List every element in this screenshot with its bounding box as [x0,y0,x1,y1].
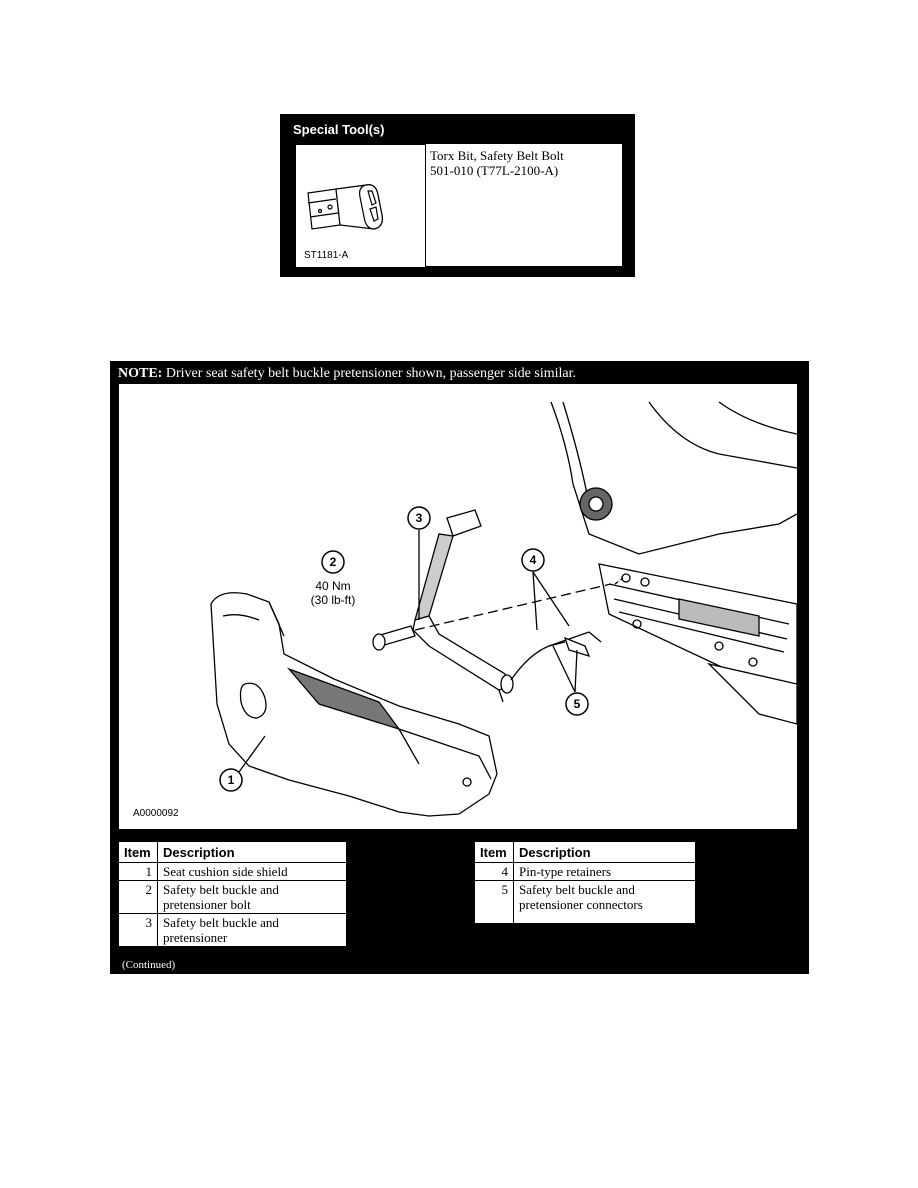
legend-item-number: 5 [474,880,514,924]
legend-header-row: Item Description [118,841,347,863]
torque-alt: (30 lb-ft) [311,593,356,607]
note-label: NOTE: [118,366,163,381]
legend-header-description: Description [513,841,696,863]
legend-header-item: Item [118,841,158,863]
legend-description-line: Pin-type retainers [519,864,612,879]
legend-item-number: 3 [118,913,158,947]
legend-item-description: Seat cushion side shield [157,862,347,881]
legend-item-number: 2 [118,880,158,914]
legend-item-number: 1 [118,862,158,881]
legend-table-left: Item Description 1 Seat cushion side shi… [118,841,347,947]
illustration-panel: 1 2 3 4 5 40 Nm (30 lb-ft) A0000092 [118,383,798,830]
tool-description-line: 501-010 (T77L-2100-A) [430,163,559,178]
legend-header-item: Item [474,841,514,863]
legend-description-line: Safety belt buckle and [519,882,635,897]
legend-description-line: Safety belt buckle and [163,882,279,897]
tool-description-cell: Torx Bit, Safety Belt Bolt 501-010 (T77L… [426,144,622,266]
special-tool-title: Special Tool(s) [293,122,385,137]
legend-item-description: Pin-type retainers [513,862,696,881]
note-text: Driver seat safety belt buckle pretensio… [162,366,576,381]
tool-description-line: Torx Bit, Safety Belt Bolt [430,148,564,163]
tool-description: Torx Bit, Safety Belt Bolt 501-010 (T77L… [430,148,564,178]
callout-1: 1 [228,773,235,787]
tool-image-code: ST1181-A [304,250,349,261]
legend-description-line: pretensioner bolt [163,897,251,912]
legend-header-description: Description [157,841,347,863]
legend-description-line: pretensioner [163,930,228,945]
legend-row: 1 Seat cushion side shield [118,862,347,881]
note-line: NOTE: Driver seat safety belt buckle pre… [118,366,576,382]
legend-description-line: Seat cushion side shield [163,864,288,879]
callout-4: 4 [530,553,537,567]
legend-description-line: Safety belt buckle and [163,915,279,930]
tool-image-cell: ST1181-A [295,144,426,268]
legend-header-row: Item Description [474,841,696,863]
callout-5: 5 [574,697,581,711]
torx-bit-illustration [307,184,383,230]
figure-box: NOTE: Driver seat safety belt buckle pre… [110,361,809,974]
legend-description-line: pretensioner connectors [519,897,643,912]
legend-row: 4 Pin-type retainers [474,862,696,881]
callout-2: 2 [330,555,337,569]
legend-table-right: Item Description 4 Pin-type retainers 5 … [474,841,696,924]
seat-pretensioner-illustration: 1 2 3 4 5 40 Nm (30 lb-ft) [210,401,797,817]
callout-3: 3 [416,511,423,525]
torque-value: 40 Nm [315,579,350,593]
figure-image-code: A0000092 [133,808,179,819]
legend-item-number: 4 [474,862,514,881]
special-tool-box: Special Tool(s) ST1181-A Torx Bit, Safet… [280,114,635,277]
continued-label: (Continued) [122,959,176,971]
